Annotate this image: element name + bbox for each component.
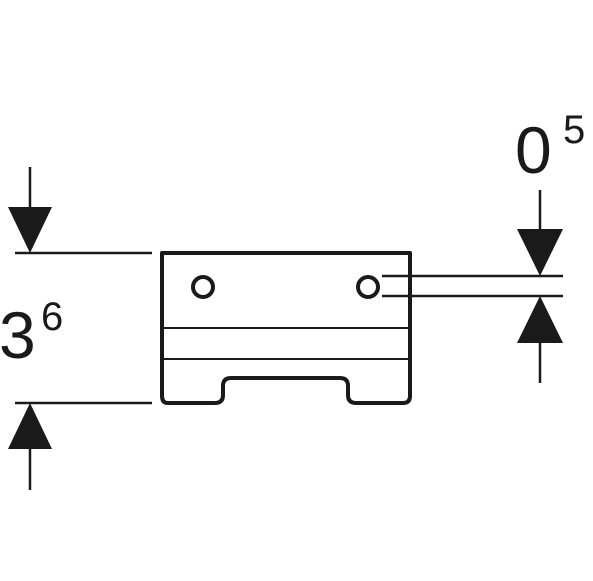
- part: [160, 251, 412, 405]
- mounting-hole-right: [356, 275, 380, 299]
- part-outline: [160, 251, 412, 405]
- arrow-down-icon: [517, 229, 563, 276]
- height-dimension: 3 6: [0, 167, 152, 490]
- offset-dimension-superscript: 5: [563, 108, 585, 152]
- height-dimension-value: 3: [0, 298, 36, 372]
- offset-dimension-value: 0: [515, 113, 552, 187]
- arrow-down-icon: [8, 207, 52, 253]
- arrow-up-icon: [517, 296, 563, 343]
- offset-dimension: 0 5: [382, 108, 585, 383]
- arrow-up-icon: [8, 403, 52, 449]
- mounting-hole-left: [191, 275, 215, 299]
- height-dimension-superscript: 6: [41, 295, 63, 339]
